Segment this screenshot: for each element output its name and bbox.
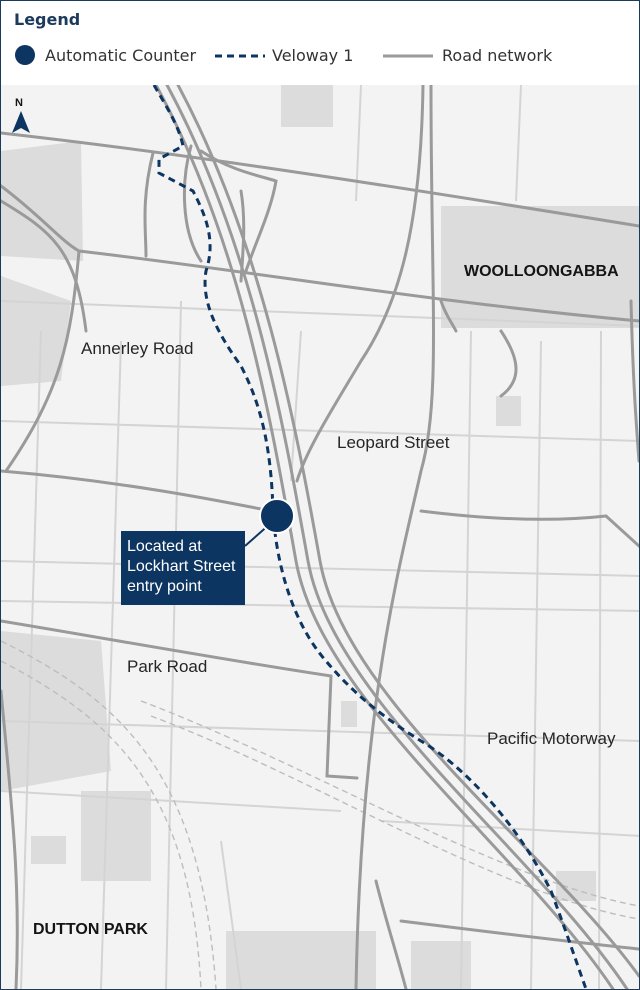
callout-line-3: entry point [127, 578, 202, 595]
north-label: N [15, 97, 23, 109]
label-woolloongabba: WOOLLOONGABBA [464, 263, 619, 280]
legend-label-road: Road network [442, 46, 553, 65]
dashed-line-icon [215, 54, 265, 58]
automatic-counter-marker[interactable] [259, 498, 295, 534]
dot-icon [15, 45, 35, 65]
veloway-route[interactable] [152, 85, 588, 989]
road-network [1, 85, 639, 989]
rail-lines [1, 640, 639, 989]
callout-line-2: Lockhart Street [127, 558, 236, 575]
legend-label-veloway: Veloway 1 [272, 46, 354, 65]
label-annerley-road: Annerley Road [81, 339, 193, 358]
buildings [1, 85, 639, 989]
counter-callout: Located at Lockhart Street entry point [121, 531, 245, 605]
solid-line-icon [383, 54, 433, 58]
north-arrow: N [12, 97, 30, 133]
callout-line-1: Located at [127, 538, 202, 555]
legend-title: Legend [14, 10, 81, 29]
label-leopard-street: Leopard Street [337, 433, 450, 452]
label-pacific-motorway: Pacific Motorway [487, 729, 616, 748]
label-dutton-park: DUTTON PARK [33, 921, 148, 938]
north-arrow-icon [12, 111, 30, 133]
map-canvas[interactable]: N WOOLLOONGABBA Annerley Road Leopard St… [1, 85, 639, 989]
legend-label-counter: Automatic Counter [45, 46, 197, 65]
label-park-road: Park Road [127, 657, 207, 676]
legend-panel: Legend Automatic Counter Veloway 1 Road … [1, 1, 639, 86]
